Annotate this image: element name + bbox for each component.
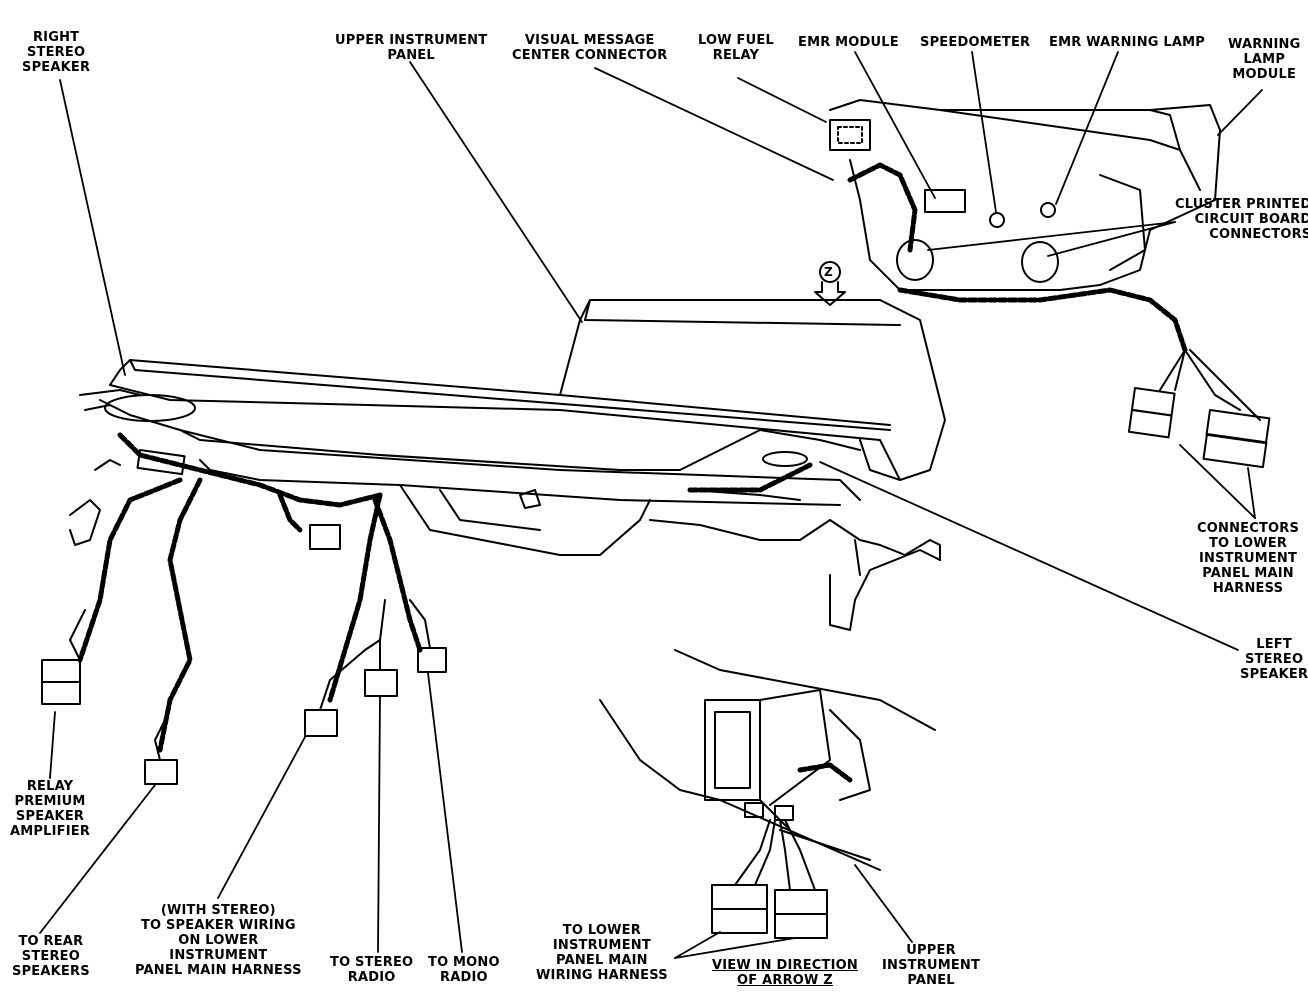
inset-view-arrow-z	[599, 649, 936, 939]
arrow-z-letter: Z	[824, 265, 833, 279]
label-visual-message-center-connector: VISUAL MESSAGE CENTER CONNECTOR	[512, 33, 668, 63]
arrow-z-icon	[814, 261, 846, 306]
label-warning-lamp-module: WARNING LAMP MODULE	[1228, 37, 1301, 82]
label-right-stereo-speaker: RIGHT STEREO SPEAKER	[22, 30, 91, 75]
label-low-fuel-relay: LOW FUEL RELAY	[698, 33, 774, 63]
label-emr-module: EMR MODULE	[798, 35, 899, 50]
label-connectors-to-lower-ip: CONNECTORS TO LOWER INSTRUMENT PANEL MAI…	[1197, 521, 1300, 596]
left-harness-connectors	[41, 448, 447, 785]
main-harness-braid	[77, 432, 813, 753]
label-to-mono-radio: TO MONO RADIO	[428, 955, 500, 985]
label-left-stereo-speaker: LEFT STEREO SPEAKER	[1240, 637, 1308, 682]
label-relay-premium-amplifier: RELAY PREMIUM SPEAKER AMPLIFIER	[10, 779, 91, 839]
label-upper-instrument-panel-top: UPPER INSTRUMENT PANEL	[335, 33, 488, 63]
label-to-stereo-radio: TO STEREO RADIO	[330, 955, 414, 985]
label-speedometer: SPEEDOMETER	[920, 35, 1031, 50]
label-to-rear-stereo-speakers: TO REAR STEREO SPEAKERS	[12, 934, 90, 979]
label-view-in-direction: VIEW IN DIRECTION OF ARROW Z	[712, 958, 858, 988]
label-cluster-pcb-connectors: CLUSTER PRINTED CIRCUIT BOARD CONNECTORS	[1175, 197, 1308, 242]
upper-instrument-panel-body	[69, 299, 946, 631]
label-emr-warning-lamp: EMR WARNING LAMP	[1049, 35, 1205, 50]
label-upper-instrument-panel-bottom: UPPER INSTRUMENT PANEL	[882, 943, 981, 988]
label-to-lower-ip-wiring-harness: TO LOWER INSTRUMENT PANEL MAIN WIRING HA…	[536, 923, 668, 983]
leader-lines	[39, 51, 1263, 959]
cluster-connectors	[1127, 349, 1271, 469]
cluster-harness-braid	[847, 162, 1188, 353]
cluster-housing	[829, 99, 1221, 291]
label-with-stereo-wiring: (WITH STEREO) TO SPEAKER WIRING ON LOWER…	[135, 903, 302, 978]
